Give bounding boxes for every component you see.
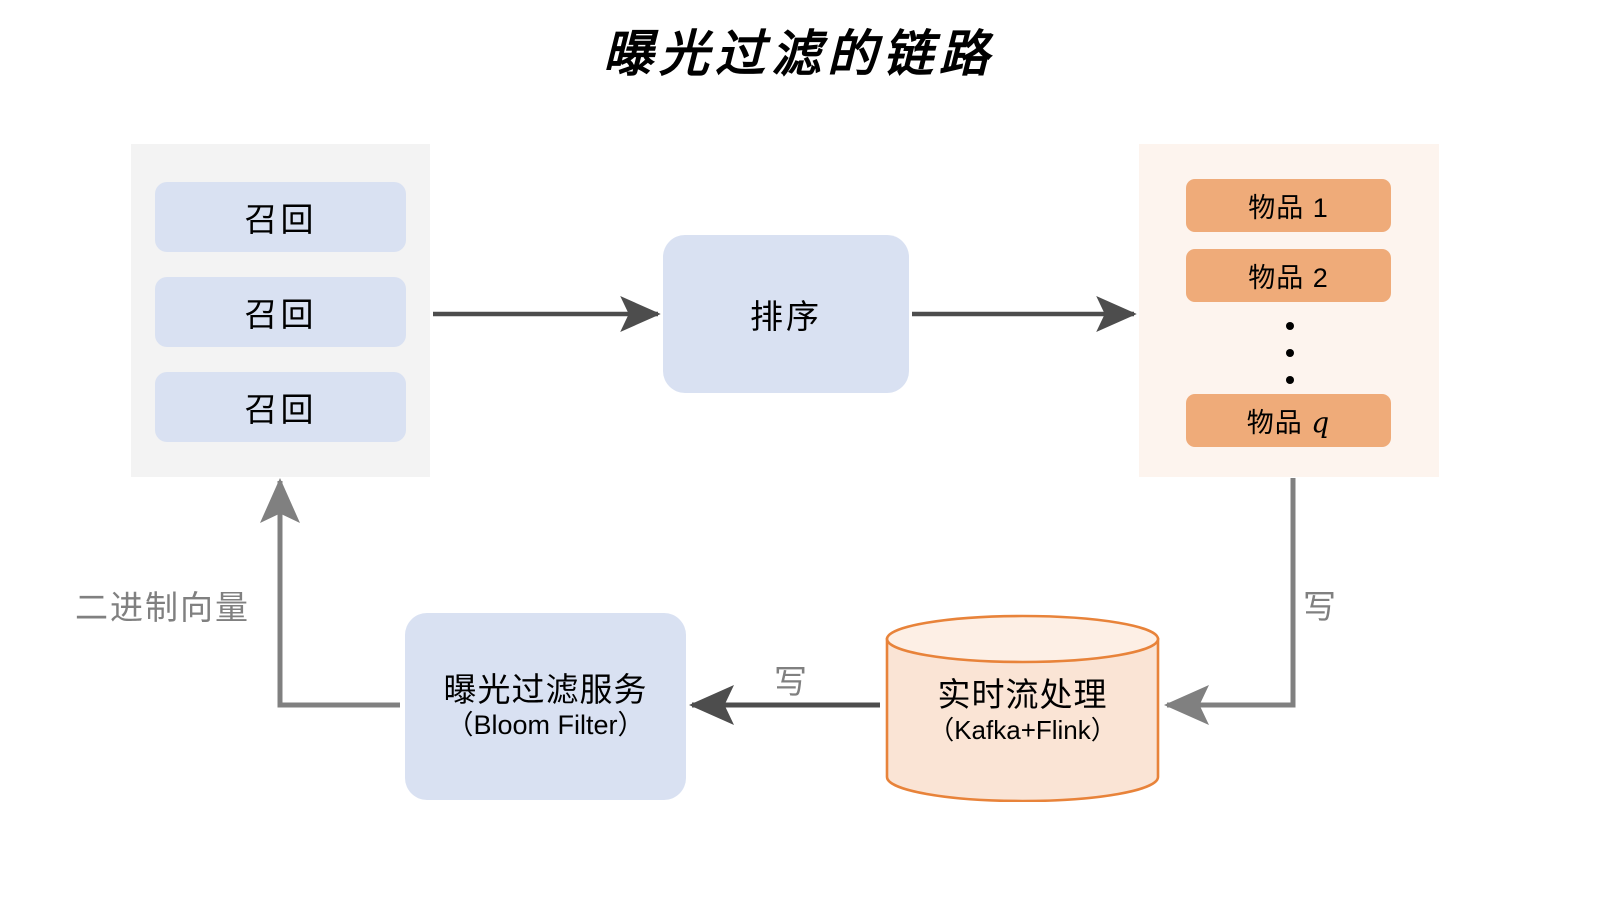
edge-label-binary-vector: 二进制向量 — [75, 589, 250, 626]
item-box-q-label: 物品 q — [1247, 401, 1330, 440]
bloom-filter-title: 曝光过滤服务 — [443, 671, 648, 709]
ellipsis-dot — [1286, 349, 1294, 357]
edge-label-write-stream-to-bloom: 写 — [774, 663, 807, 700]
stream-processing-cylinder[interactable]: 实时流处理 （Kafka+Flink） — [884, 614, 1161, 802]
recall-box-2[interactable]: 召回 — [155, 277, 406, 347]
bloom-filter-box[interactable]: 曝光过滤服务 （Bloom Filter） — [405, 613, 686, 800]
item-box-q-variable: q — [1311, 406, 1331, 439]
rank-box[interactable]: 排序 — [663, 235, 909, 393]
cylinder-body — [885, 637, 1160, 802]
ellipsis-dot — [1286, 322, 1294, 330]
page-title: 曝光过滤的链路 — [603, 24, 995, 83]
bloom-filter-subtitle: （Bloom Filter） — [446, 710, 645, 741]
recall-box-1-label: 召回 — [244, 201, 317, 238]
item-box-1[interactable]: 物品 1 — [1186, 179, 1391, 232]
edge-label-write-items-to-stream: 写 — [1303, 588, 1336, 625]
recall-box-3-label: 召回 — [244, 391, 317, 428]
rank-box-label: 排序 — [750, 298, 822, 335]
edge-items-to-stream — [1163, 478, 1296, 725]
item-box-q[interactable]: 物品 q — [1186, 394, 1391, 447]
item-box-q-prefix: 物品 — [1246, 408, 1312, 438]
ellipsis-dot — [1286, 376, 1294, 384]
vertical-ellipsis-icon — [1279, 322, 1301, 384]
recall-box-2-label: 召回 — [244, 296, 317, 333]
recall-box-1[interactable]: 召回 — [155, 182, 406, 252]
item-box-2[interactable]: 物品 2 — [1186, 249, 1391, 302]
edge-bloom-to-recall — [260, 477, 400, 708]
cylinder-top — [885, 614, 1160, 664]
item-box-1-label: 物品 1 — [1248, 193, 1329, 223]
item-box-2-label: 物品 2 — [1248, 263, 1329, 293]
recall-box-3[interactable]: 召回 — [155, 372, 406, 442]
